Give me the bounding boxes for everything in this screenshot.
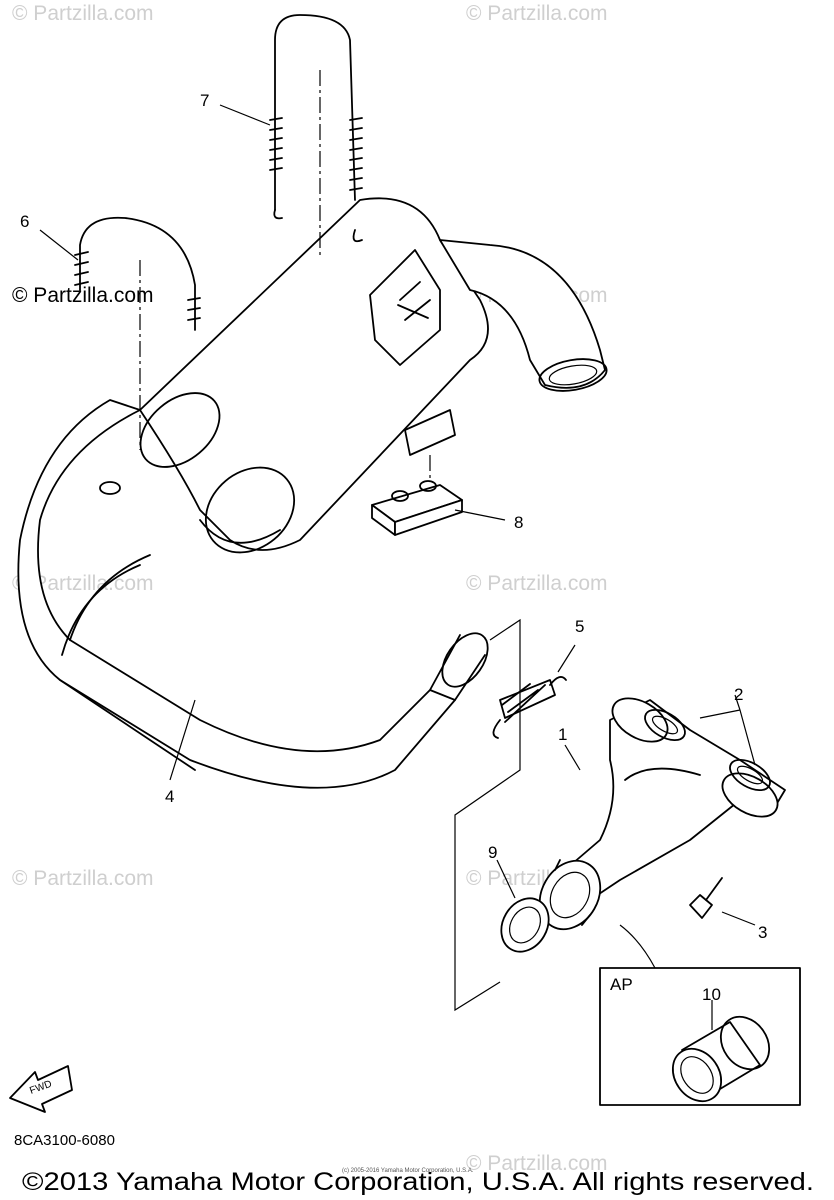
watermark: © Partzilla.com: [12, 2, 154, 25]
inset-ap: [599, 924, 801, 1106]
callout-10: 10: [702, 985, 721, 1004]
leader-lines: [39, 104, 756, 1030]
spring-5: [492, 676, 567, 739]
watermark-dark: © Partzilla.com: [12, 284, 154, 307]
damper-8: [371, 480, 463, 536]
watermark: © Partzilla.com: [12, 572, 154, 595]
muffler-assembly: [17, 197, 608, 789]
diagram-code: 8CA3100-6080: [14, 1132, 115, 1149]
callout-labels: 1 2 3 4 5 6 7 8 9 10: [20, 91, 767, 1004]
callout-4: 4: [165, 787, 174, 806]
watermark: © Partzilla.com: [466, 572, 608, 595]
callout-1: 1: [558, 725, 567, 744]
bolt-3: [689, 877, 723, 919]
watermark: © Partzilla.com: [12, 867, 154, 890]
callout-8: 8: [514, 513, 523, 532]
callout-9: 9: [488, 843, 497, 862]
gasket-9: [500, 897, 550, 953]
callout-2: 2: [734, 685, 743, 704]
spring-7: [269, 14, 363, 243]
inset-label: AP: [610, 975, 633, 994]
callout-5: 5: [575, 617, 584, 636]
callout-7: 7: [200, 91, 209, 110]
assembly-bracket: [454, 618, 521, 1012]
fwd-arrow-icon: [9, 1065, 73, 1113]
tiny-notice: (c) 2005-2016 Yamaha Motor Corporation, …: [342, 1168, 474, 1174]
watermark: © Partzilla.com: [466, 1152, 608, 1175]
gasket-2: [644, 708, 771, 792]
watermark: © Partzilla.com: [466, 2, 608, 25]
spring-6: [74, 216, 201, 331]
copyright-notice: ©2013 Yamaha Motor Corporation, U.S.A. A…: [22, 1168, 814, 1196]
callout-3: 3: [758, 923, 767, 942]
callout-6: 6: [20, 212, 29, 231]
